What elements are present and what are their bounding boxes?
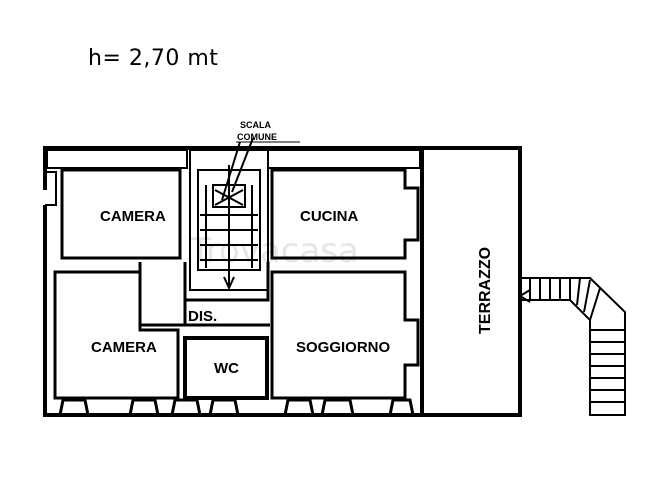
wall-band bbox=[267, 149, 421, 169]
room-wc bbox=[183, 336, 269, 400]
window-notch bbox=[45, 171, 57, 206]
ceiling-height-label: h= 2,70 mt bbox=[88, 46, 219, 71]
label-terrazzo: TERRAZZO bbox=[477, 247, 494, 334]
bottom-windows bbox=[58, 398, 415, 416]
room-cucina bbox=[270, 168, 420, 260]
room-camera-bottom bbox=[53, 270, 180, 400]
watermark: Trovacasa bbox=[189, 231, 359, 271]
label-cucina: CUCINA bbox=[300, 208, 358, 225]
label-camera-top: CAMERA bbox=[100, 208, 166, 225]
stair-common bbox=[189, 137, 269, 291]
outer-walls bbox=[43, 146, 522, 417]
wall-band bbox=[46, 149, 188, 169]
external-stair bbox=[518, 277, 626, 416]
room-camera-top bbox=[60, 168, 182, 260]
stair-label-line2: COMUNE bbox=[237, 132, 277, 142]
label-soggiorno: SOGGIORNO bbox=[296, 339, 391, 356]
label-wc: WC bbox=[214, 360, 239, 377]
stair-label-line1: SCALA bbox=[240, 120, 271, 130]
label-camera-bottom: CAMERA bbox=[91, 339, 157, 356]
label-dis: DIS. bbox=[188, 308, 217, 325]
room-soggiorno bbox=[270, 270, 420, 400]
